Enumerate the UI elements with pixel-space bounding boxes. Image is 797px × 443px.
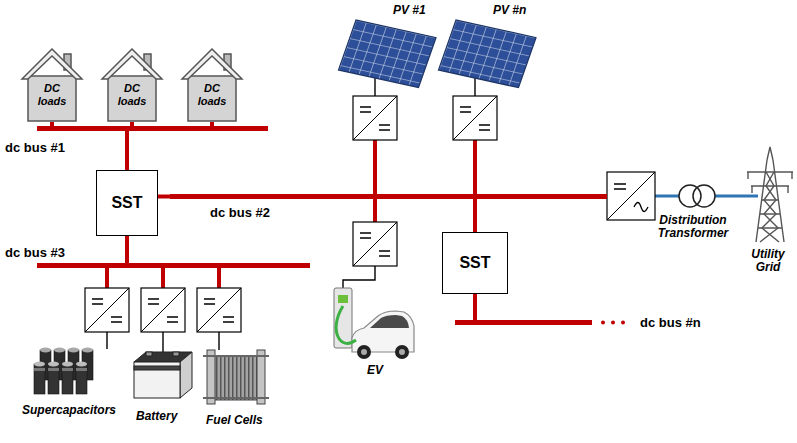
load-label: DC loads (112, 82, 152, 108)
continuation-dots (601, 321, 625, 325)
part-label: Supercapacitors (22, 404, 116, 417)
dc-link (158, 195, 170, 199)
dc-link (473, 199, 477, 232)
load-house: DC loads (20, 46, 84, 122)
dc-dc-converter (353, 96, 397, 140)
bus-label: dc bus #2 (210, 205, 270, 220)
fuel-cell-picture (203, 350, 269, 404)
part-label: Utility Grid (742, 248, 794, 274)
dc-dc-converter (353, 222, 397, 266)
dc-dc-converter (453, 96, 497, 140)
load-label: DC loads (192, 82, 232, 108)
dc-link (125, 236, 129, 263)
part-label: PV #1 (393, 4, 426, 17)
transformer-symbol (679, 185, 715, 207)
pv-panel (339, 20, 437, 88)
ac-line (655, 195, 758, 198)
part-label: EV (367, 364, 383, 377)
part-label: Battery (136, 410, 177, 423)
ev-picture (334, 288, 414, 359)
part-label: PV #n (493, 4, 526, 17)
sst-label: SST (459, 254, 490, 272)
dc-link (473, 294, 477, 320)
dc-ac-inverter (607, 172, 655, 220)
dc-bus: dc bus #1 (37, 126, 268, 131)
sst-label: SST (111, 194, 142, 212)
load-house: DC loads (180, 46, 244, 122)
dc-dc-converter (197, 288, 241, 332)
sst-box: SST (442, 232, 508, 294)
sst-box: SST (96, 170, 158, 236)
battery-picture (134, 352, 192, 398)
bus-label: dc bus #n (640, 315, 701, 330)
load-label: DC loads (32, 82, 72, 108)
load-house: DC loads (100, 46, 164, 122)
transmission-tower (747, 147, 793, 242)
supercapacitor-picture (34, 348, 93, 395)
dc-dc-converter (85, 288, 129, 332)
dc-bus: dc bus #3 (37, 263, 310, 268)
dc-bus: dc bus #n (455, 320, 592, 325)
dc-link (125, 131, 129, 170)
bus-label: dc bus #1 (5, 140, 65, 155)
device-wire (107, 78, 475, 352)
pv-panel (439, 20, 537, 88)
bus-label: dc bus #3 (5, 245, 65, 260)
part-label: Distribution Transformer (648, 214, 738, 240)
part-label: Fuel Cells (206, 414, 263, 427)
dc-dc-converter (141, 288, 185, 332)
dc-bus: dc bus #2 (170, 194, 607, 199)
